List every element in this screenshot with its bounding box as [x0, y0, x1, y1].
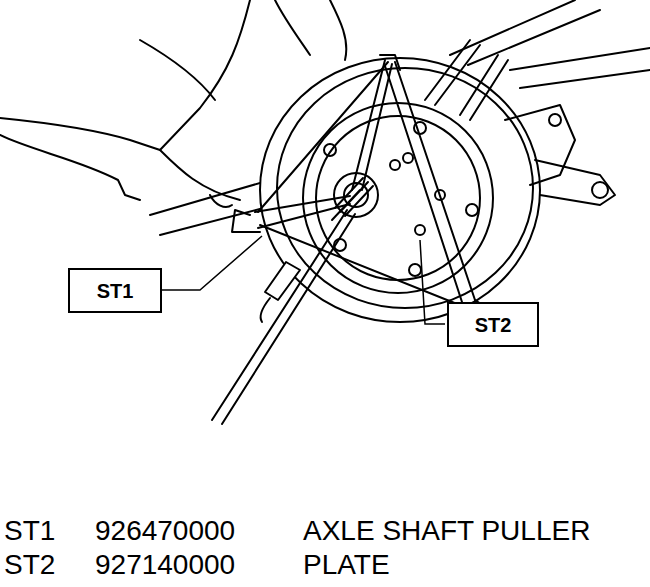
tool-name: PLATE — [303, 551, 390, 579]
tool-code: ST1 — [4, 517, 55, 545]
tool-name: AXLE SHAFT PULLER — [303, 517, 590, 545]
callout-code: ST2 — [475, 315, 512, 335]
callout-box: ST1 — [68, 268, 162, 313]
part-number: 926470000 — [95, 517, 235, 545]
part-number: 927140000 — [95, 551, 235, 579]
tool-code: ST2 — [4, 551, 55, 579]
callout-code: ST1 — [97, 281, 134, 301]
callout-box: ST2 — [447, 302, 539, 347]
